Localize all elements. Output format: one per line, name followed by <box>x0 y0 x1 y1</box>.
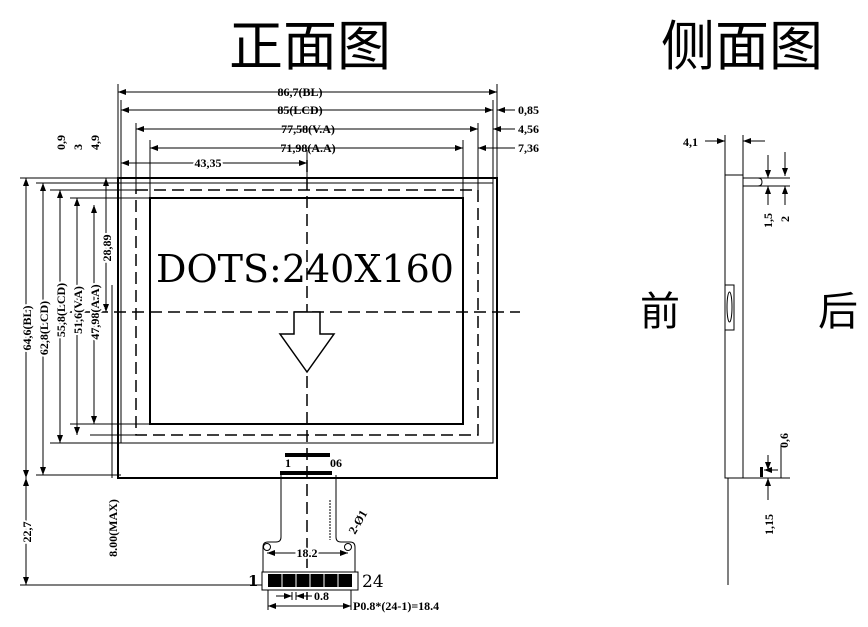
dim-lcd-width: 85(LCD) <box>277 103 322 117</box>
pin-24-bottom: 24 <box>362 572 384 592</box>
front-view-title: 正面图 <box>229 15 391 78</box>
dim-pitch: 0.8 <box>314 589 329 603</box>
dim-aa-height: 47,98(A.A) <box>88 284 102 339</box>
front-view: DOTS:240X160 <box>60 160 520 600</box>
dim-side-1-15: 1,15 <box>762 514 776 535</box>
side-view-title: 侧面图 <box>661 15 823 78</box>
dim-lcd-outer-height: 62,8(LCD) <box>37 301 51 355</box>
fpc-cable: 1 06 18.2 2-Ø1 1 24 0.8 P0.8*(24-1)=18.4 <box>248 453 439 613</box>
dim-side-2: 2 <box>778 216 792 222</box>
vertical-dimensions: 64,6(BL) 62,8(LCD) 55,8(LCD) 51,6(V.A) 4… <box>18 135 262 586</box>
dim-va-width: 77,58(V.A) <box>281 122 335 136</box>
mounting-hole <box>263 543 271 551</box>
dim-center-x: 43,35 <box>195 156 222 170</box>
pin-1-top: 1 <box>285 456 291 470</box>
arrow-down-icon <box>278 311 336 374</box>
mounting-hole <box>344 543 352 551</box>
dim-offset-lcd: 0,85 <box>518 103 539 117</box>
dim-fpc-length: 22,7 <box>20 522 34 543</box>
horizontal-dimensions: 86,7(BL) 85(LCD) 77,58(V.A) 71,98(A.A) 4… <box>117 84 539 198</box>
dim-holes: 2-Ø1 <box>345 508 370 537</box>
dim-offset-va-v: 3 <box>71 144 85 150</box>
dim-bl-height: 64,6(BL) <box>20 305 34 350</box>
dim-side-1-5: 1,5 <box>761 213 775 228</box>
dim-side-0-6: 0,6 <box>777 433 791 448</box>
dim-offset-aa: 7,36 <box>518 141 539 155</box>
back-label: 后 <box>818 289 858 335</box>
dim-pitch-formula: P0.8*(24-1)=18.4 <box>353 599 439 613</box>
front-label: 前 <box>640 289 680 335</box>
dim-hole-spacing: 18.2 <box>297 546 318 560</box>
pin-1-bottom: 1 <box>248 572 258 590</box>
dots-label: DOTS:240X160 <box>156 247 454 291</box>
dim-va-height: 51,6(V.A) <box>71 286 85 334</box>
pin-last-top: 06 <box>330 456 342 470</box>
dim-center-y: 28,89 <box>100 235 114 262</box>
dim-lcd-height: 55,8(LCD) <box>54 283 68 337</box>
dim-thickness: 4,1 <box>683 135 698 149</box>
dim-fpc-max: 8.00(MAX) <box>106 499 120 557</box>
dim-aa-width: 71,98(A.A) <box>280 141 335 155</box>
dim-offset-aa-v: 4,9 <box>88 135 102 150</box>
dim-bl-width: 86,7(BL) <box>278 85 323 99</box>
dim-offset-lcd-v: 0,9 <box>54 135 68 150</box>
dim-offset-va: 4,56 <box>518 122 539 136</box>
side-view: 前 后 4,1 1,5 2 0,6 1,15 <box>640 135 858 585</box>
